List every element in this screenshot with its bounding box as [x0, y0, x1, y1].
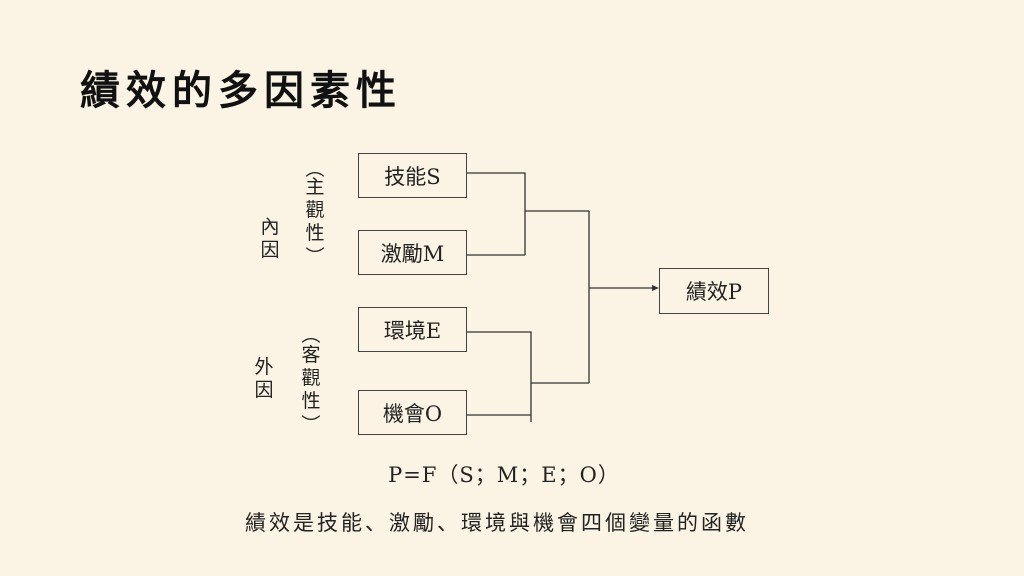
subjective-open-bracket: ︵ — [305, 158, 325, 180]
subjective-char-1: 主 — [305, 176, 325, 198]
opportunity-box: 機會O — [358, 390, 467, 435]
objective-label: 客 觀 性 — [299, 344, 323, 413]
objective-char-1: 客 — [301, 344, 321, 366]
objective-open-bracket: ︵ — [301, 324, 321, 346]
environment-connector — [467, 331, 532, 422]
subjective-label: 主 觀 性 — [303, 176, 327, 245]
internal-label-char-1: 內 — [260, 216, 280, 238]
formula-caption: 績效是技能、激勵、環境與機會四個變量的函數 — [245, 511, 749, 535]
external-factor-label: 外 因 — [252, 356, 276, 402]
slide-title: 績效的多因素性 — [80, 67, 402, 114]
performance-formula: P=F（S；M；E；O） — [388, 463, 620, 487]
internal-factor-label: 內 因 — [258, 216, 282, 262]
objective-char-3: 性 — [301, 390, 321, 412]
skill-box: 技能S — [358, 153, 467, 198]
result-arrow-head — [652, 285, 659, 291]
subjective-close-bracket: ︶ — [305, 246, 325, 268]
objective-close-bracket: ︶ — [301, 414, 321, 436]
performance-box: 績效P — [659, 268, 769, 314]
external-label-char-1: 外 — [254, 356, 274, 378]
internal-label-char-2: 因 — [260, 239, 280, 261]
external-label-char-2: 因 — [254, 379, 274, 401]
skill-connector — [467, 172, 526, 255]
subjective-char-2: 觀 — [305, 199, 325, 221]
motivation-box: 激勵M — [358, 230, 467, 275]
subjective-char-3: 性 — [305, 222, 325, 244]
environment-box: 環境E — [358, 307, 467, 352]
objective-char-2: 觀 — [301, 367, 321, 389]
